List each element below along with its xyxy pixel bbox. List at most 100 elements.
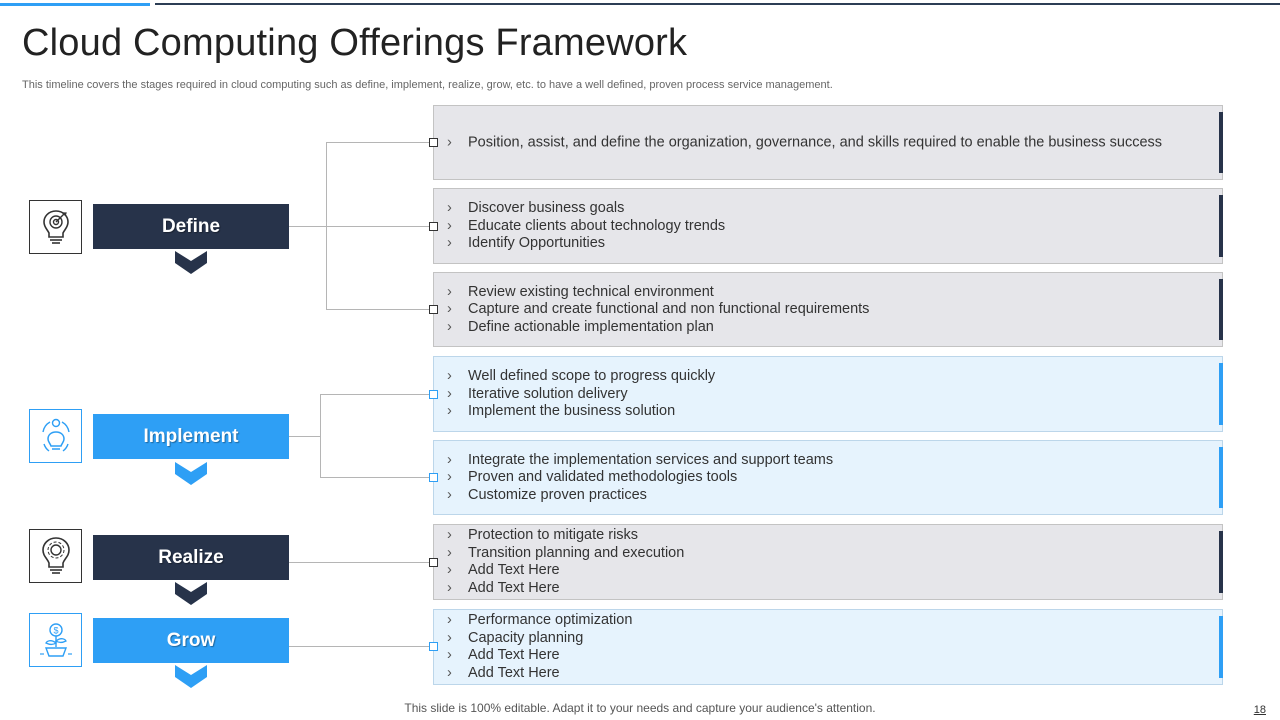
list-item: ›Capacity planning [447, 629, 584, 646]
bullet-chevron-icon: › [447, 385, 452, 402]
stage-define: Define [93, 204, 289, 249]
connector-line [326, 226, 433, 227]
chevron-down-icon [175, 462, 207, 485]
grow-panel: ›Performance optimization ›Capacity plan… [433, 609, 1223, 685]
bullet-chevron-icon: › [447, 544, 452, 561]
bullet-chevron-icon: › [447, 367, 452, 384]
connector-line [289, 562, 433, 563]
connector-line [326, 142, 327, 309]
connector-line [289, 436, 320, 437]
bullet-chevron-icon: › [447, 664, 452, 681]
list-item: ›Protection to mitigate risks [447, 527, 639, 543]
define-panel-1: ›Position, assist, and define the organi… [433, 105, 1223, 180]
bullet-list: ›Performance optimization ›Capacity plan… [447, 612, 1202, 682]
chevron-down-icon [175, 665, 207, 688]
lightbulb-gear-icon [29, 529, 82, 583]
list-item: ›Position, assist, and define the organi… [447, 133, 1163, 150]
panel-accent-bar [1219, 279, 1223, 340]
connector-node [429, 558, 438, 567]
panel-accent-bar [1219, 363, 1223, 425]
implement-panel-2: ›Integrate the implementation services a… [433, 440, 1223, 515]
connector-node [429, 390, 438, 399]
list-item: ›Add Text Here [447, 579, 560, 596]
stage-realize: Realize [93, 535, 289, 580]
bullet-chevron-icon: › [447, 647, 452, 663]
bullet-chevron-icon: › [447, 612, 452, 628]
list-item: ›Customize proven practices [447, 486, 647, 503]
list-item: ›Transition planning and execution [447, 544, 685, 561]
panel-accent-bar [1219, 112, 1223, 173]
list-item: ›Identify Opportunities [447, 234, 606, 251]
bullet-chevron-icon: › [447, 468, 452, 485]
connector-line [289, 646, 433, 647]
connector-line [326, 142, 433, 143]
top-divider-line [155, 3, 1280, 5]
list-item: ›Integrate the implementation services a… [447, 451, 834, 468]
list-item: ›Performance optimization [447, 612, 633, 628]
implement-panel-1: ›Well defined scope to progress quickly … [433, 356, 1223, 432]
list-item: ›Add Text Here [447, 647, 560, 663]
list-item: ›Capture and create functional and non f… [447, 300, 870, 317]
bullet-chevron-icon: › [447, 217, 452, 234]
connector-node [429, 642, 438, 651]
connector-node [429, 305, 438, 314]
bullet-chevron-icon: › [447, 300, 452, 317]
chevron-down-icon [175, 251, 207, 274]
connector-node [429, 138, 438, 147]
list-item: ›Proven and validated methodologies tool… [447, 468, 738, 485]
bullet-list: ›Protection to mitigate risks ›Transitio… [447, 527, 1202, 597]
connector-line [320, 394, 433, 395]
bullet-list: ›Integrate the implementation services a… [447, 451, 1202, 504]
bullet-chevron-icon: › [447, 527, 452, 543]
list-item: ›Well defined scope to progress quickly [447, 367, 716, 384]
panel-accent-bar [1219, 447, 1223, 508]
panel-accent-bar [1219, 616, 1223, 678]
list-item: ›Implement the business solution [447, 402, 676, 419]
stage-grow: Grow [93, 618, 289, 663]
list-item: ›Define actionable implementation plan [447, 318, 714, 335]
bullet-list: ›Review existing technical environment ›… [447, 283, 1202, 336]
bullet-chevron-icon: › [447, 579, 452, 596]
connector-line [289, 226, 326, 227]
bullet-chevron-icon: › [447, 283, 452, 300]
svg-text:$: $ [53, 626, 58, 636]
money-plant-icon: $ [29, 613, 82, 667]
bullet-chevron-icon: › [447, 199, 452, 216]
page-subtitle: This timeline covers the stages required… [22, 79, 833, 91]
list-item: ›Review existing technical environment [447, 283, 714, 300]
top-accent-bar [0, 3, 150, 6]
footer-note: This slide is 100% editable. Adapt it to… [404, 701, 876, 715]
panel-accent-bar [1219, 195, 1223, 257]
bullet-chevron-icon: › [447, 562, 452, 578]
bullet-chevron-icon: › [447, 629, 452, 646]
connector-node [429, 222, 438, 231]
connector-line [320, 477, 433, 478]
page-number: 18 [1253, 704, 1266, 716]
bullet-chevron-icon: › [447, 486, 452, 503]
stage-implement: Implement [93, 414, 289, 459]
connector-node [429, 473, 438, 482]
define-panel-2: ›Discover business goals ›Educate client… [433, 188, 1223, 264]
list-item: ›Add Text Here [447, 562, 560, 578]
realize-panel: ›Protection to mitigate risks ›Transitio… [433, 524, 1223, 600]
list-item: ›Iterative solution delivery [447, 385, 628, 402]
list-item: ›Discover business goals [447, 199, 625, 216]
connector-line [320, 394, 321, 477]
panel-accent-bar [1219, 531, 1223, 593]
bullet-chevron-icon: › [447, 133, 452, 150]
bullet-list: ›Position, assist, and define the organi… [447, 134, 1202, 152]
bullet-list: ›Discover business goals ›Educate client… [447, 200, 1202, 253]
bullet-list: ›Well defined scope to progress quickly … [447, 368, 1202, 421]
bullet-chevron-icon: › [447, 402, 452, 419]
bullet-chevron-icon: › [447, 234, 452, 251]
chevron-down-icon [175, 582, 207, 605]
bullet-chevron-icon: › [447, 451, 452, 468]
lightbulb-target-icon [29, 200, 82, 254]
bullet-chevron-icon: › [447, 318, 452, 335]
define-panel-3: ›Review existing technical environment ›… [433, 272, 1223, 347]
list-item: ›Add Text Here [447, 664, 560, 681]
page-title: Cloud Computing Offerings Framework [22, 22, 688, 64]
connector-line [326, 309, 433, 310]
cycle-gear-icon [29, 409, 82, 463]
list-item: ›Educate clients about technology trends [447, 217, 726, 234]
